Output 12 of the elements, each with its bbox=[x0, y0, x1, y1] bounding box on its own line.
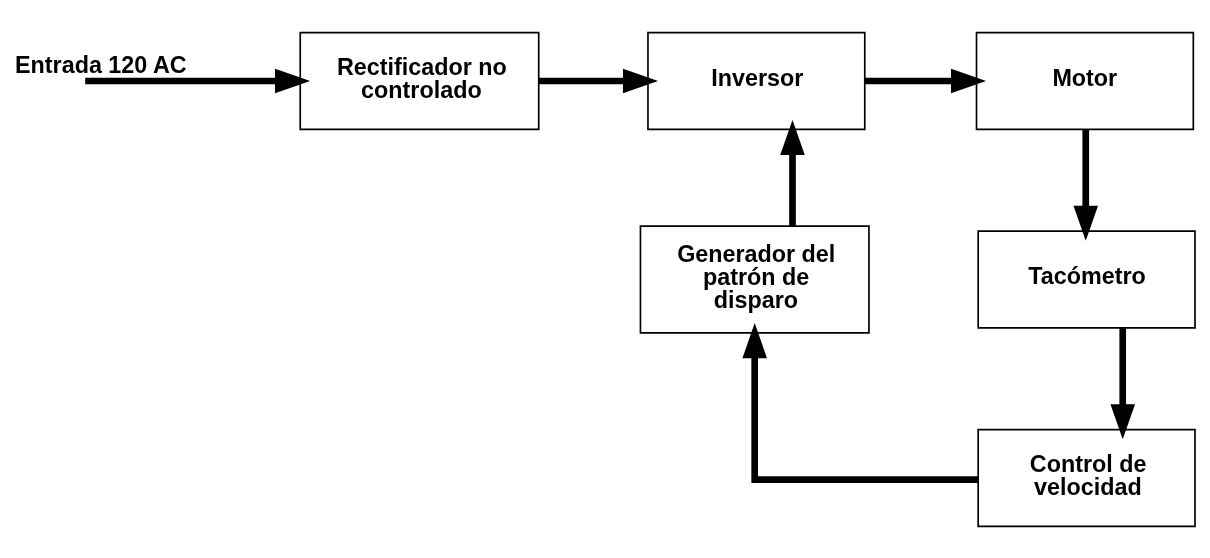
node-box: Control de velocidad bbox=[977, 428, 1196, 527]
arrow bbox=[538, 68, 659, 93]
arrow bbox=[780, 119, 805, 226]
edge-label: Entrada 120 AC bbox=[15, 51, 187, 78]
node-box: Motor bbox=[975, 31, 1195, 130]
node-box: Inversor bbox=[647, 31, 866, 130]
arrow bbox=[864, 68, 987, 93]
arrow bbox=[1110, 327, 1135, 439]
node-box: Rectificador no controlado bbox=[299, 31, 540, 130]
node-box: Tacómetro bbox=[977, 229, 1196, 329]
node-box: Generador del patrón de disparo bbox=[639, 224, 870, 334]
arrow bbox=[1073, 129, 1099, 241]
